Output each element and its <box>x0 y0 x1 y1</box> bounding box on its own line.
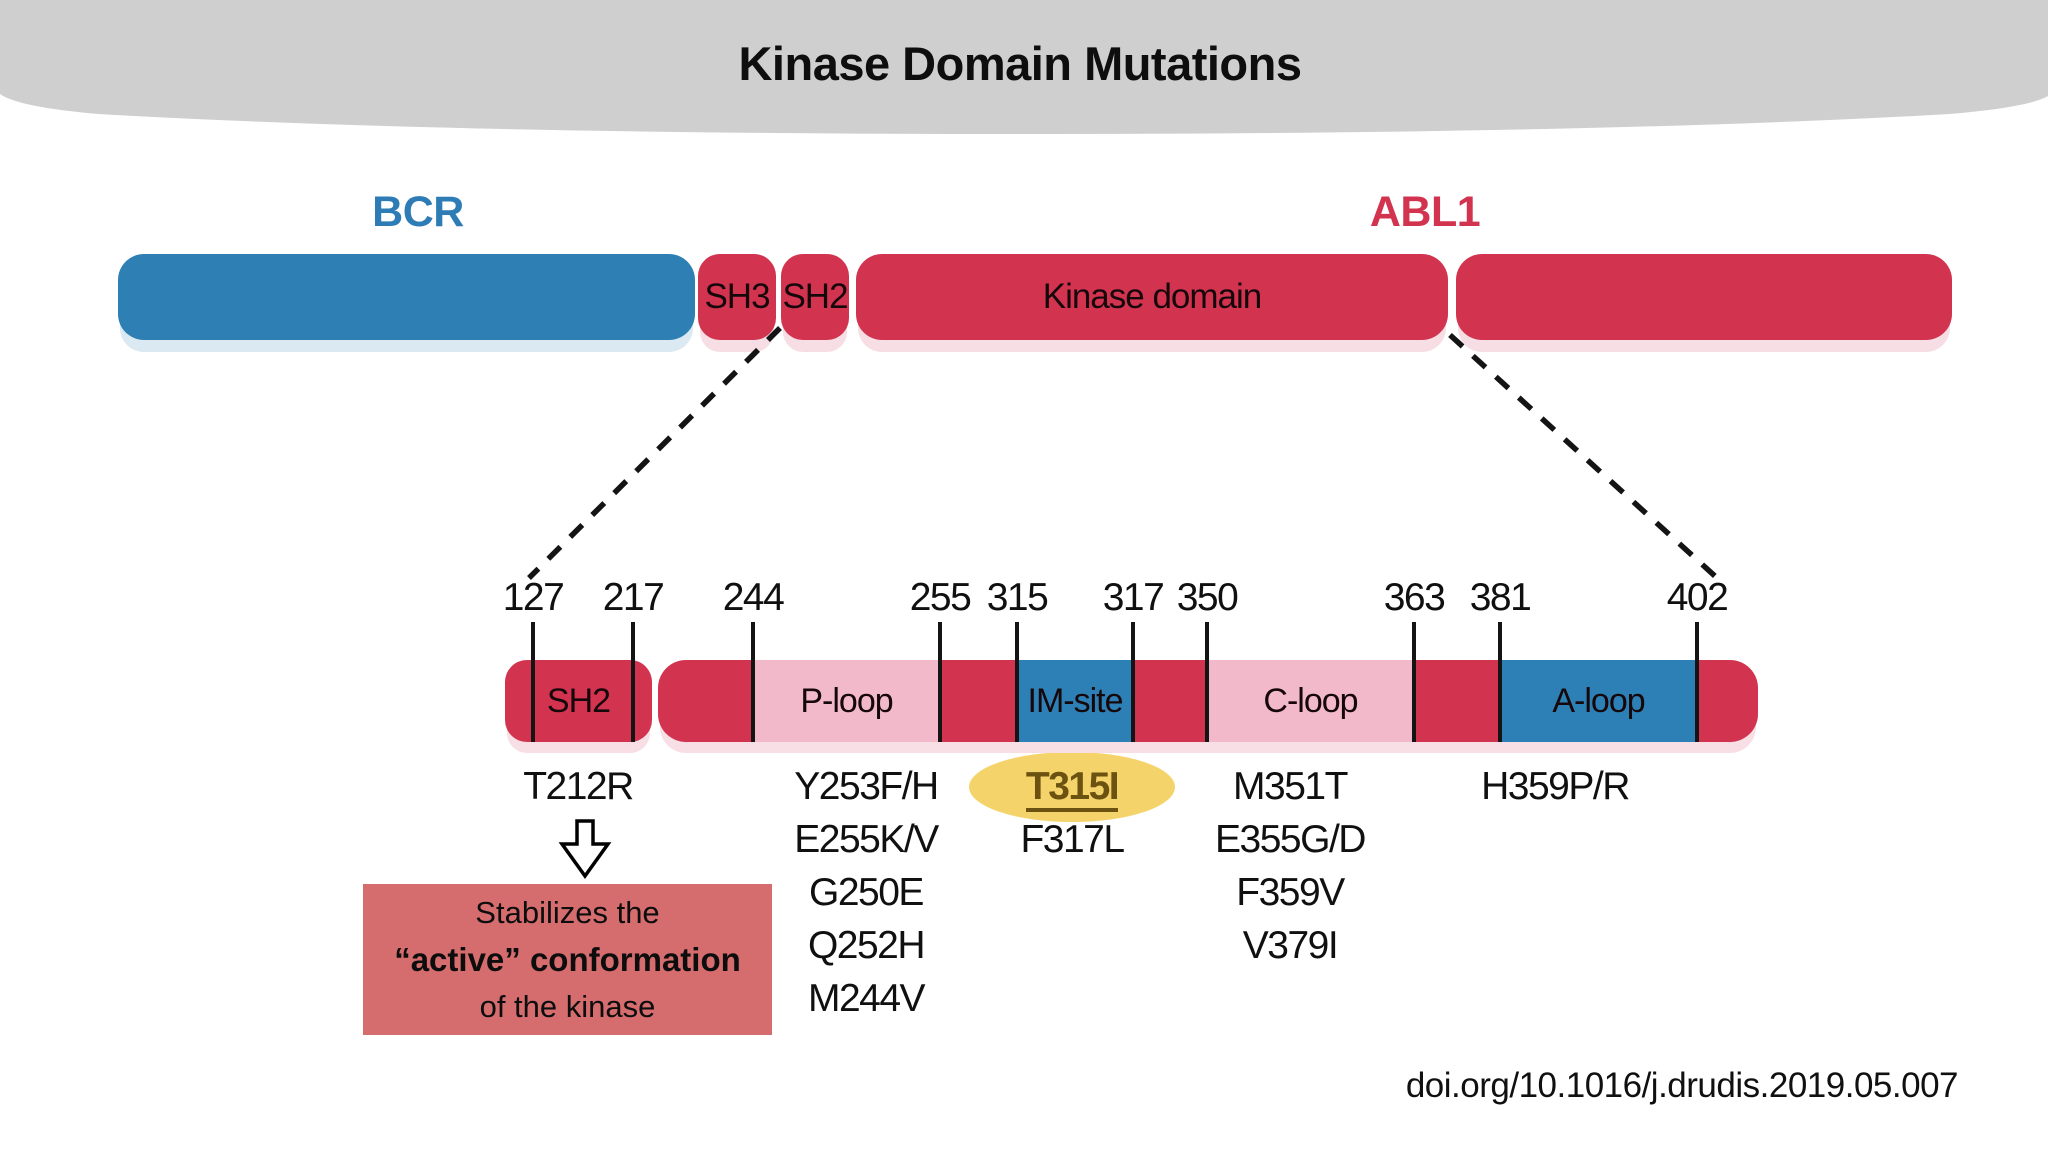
mutation-text: E355G/D <box>1215 818 1366 861</box>
mutation-label: G250E <box>736 866 996 919</box>
residue-number: 350 <box>1176 576 1239 619</box>
sh2-domain-label: SH2 <box>782 277 848 316</box>
mutation-text: V379I <box>1242 924 1339 967</box>
annotation-line: of the kinase <box>479 989 656 1024</box>
mutation-column-a-loop: H359P/R <box>1425 760 1685 813</box>
residue-tick <box>751 622 755 742</box>
mutation-label: Y253F/H <box>736 760 996 813</box>
mutation-text: G250E <box>809 871 924 914</box>
im-site-label: IM-site <box>1027 681 1124 720</box>
mutation-label: M244V <box>736 972 996 1025</box>
detail-segment-p-loop: P-loop <box>753 660 940 742</box>
detail-segment-red <box>1697 660 1758 742</box>
zoom-guide-line-left <box>527 326 782 580</box>
residue-number: 315 <box>986 576 1049 619</box>
residue-number: 363 <box>1383 576 1446 619</box>
c-terminal-region-bar <box>1456 254 1952 340</box>
detail-segment-red <box>1414 660 1500 742</box>
detail-segment-red <box>1133 660 1207 742</box>
residue-number: 402 <box>1666 576 1729 619</box>
residue-tick <box>1015 622 1019 742</box>
residue-number: 217 <box>602 576 665 619</box>
p-loop-label: P-loop <box>800 681 893 720</box>
detail-segment-red <box>658 660 753 742</box>
detail-segment-a-loop: A-loop <box>1500 660 1697 742</box>
mutation-text: T212R <box>523 765 634 808</box>
annotation-line: Stabilizes the <box>475 895 660 930</box>
mutation-label: E255K/V <box>736 813 996 866</box>
detail-segment-red <box>940 660 1017 742</box>
detail-sh2-block: SH2 <box>505 660 652 742</box>
detail-sh2-label: SH2 <box>546 681 611 720</box>
mutation-text: F359V <box>1236 871 1345 914</box>
zoom-guide-line-right <box>1448 332 1718 580</box>
detail-segment-c-loop: C-loop <box>1207 660 1414 742</box>
a-loop-label: A-loop <box>1552 681 1645 720</box>
residue-tick <box>1412 622 1416 742</box>
detail-segment-im-site: IM-site <box>1017 660 1133 742</box>
c-loop-label: C-loop <box>1263 681 1358 720</box>
mutation-text: M244V <box>807 977 926 1020</box>
mutation-text: E255K/V <box>794 818 939 861</box>
residue-number: 127 <box>502 576 565 619</box>
residue-number: 381 <box>1469 576 1532 619</box>
mutation-text: T315I <box>1025 766 1120 812</box>
page-title: Kinase Domain Mutations <box>738 37 1302 90</box>
mutation-label: F317L <box>942 813 1202 866</box>
mutation-column-c-loop: M351T E355G/D F359V V379I <box>1160 760 1420 972</box>
mutation-label: M351T <box>1160 760 1420 813</box>
mutation-text: M351T <box>1233 765 1348 808</box>
mutation-text: H359P/R <box>1481 765 1630 808</box>
annotation-box: Stabilizes the “active” conformation of … <box>363 884 772 1035</box>
down-arrow-icon <box>558 819 612 879</box>
mutation-label: E355G/D <box>1160 813 1420 866</box>
banner-shape <box>0 0 2048 134</box>
mutation-column-im-site: T315I F317L <box>942 760 1202 866</box>
mutation-text: Q252H <box>807 924 926 967</box>
mutation-label: T212R <box>448 760 708 813</box>
kinase-domain-bar: Kinase domain <box>856 254 1448 340</box>
residue-tick <box>1498 622 1502 742</box>
mutation-column-sh2: T212R <box>448 760 708 813</box>
mutation-text: Y253F/H <box>794 765 939 808</box>
header-banner <box>0 0 2048 134</box>
sh3-domain-label: SH3 <box>704 277 770 316</box>
mutation-column-p-loop: Y253F/H E255K/V G250E Q252H M244V <box>736 760 996 1025</box>
mutation-label: H359P/R <box>1425 760 1685 813</box>
residue-number: 244 <box>722 576 785 619</box>
residue-tick <box>1131 622 1135 742</box>
mutation-label: Q252H <box>736 919 996 972</box>
residue-tick <box>938 622 942 742</box>
mutation-label-highlighted: T315I <box>942 760 1202 813</box>
bcr-gene-label: BCR <box>372 188 464 236</box>
residue-tick <box>631 622 635 742</box>
sh3-domain-bar: SH3 <box>698 254 776 340</box>
mutation-label: V379I <box>1160 919 1420 972</box>
abl1-gene-label: ABL1 <box>1369 188 1481 236</box>
sh2-domain-bar: SH2 <box>781 254 849 340</box>
detail-kinase-bar: P-loop IM-site C-loop A-loop <box>658 660 1758 742</box>
residue-tick <box>531 622 535 742</box>
residue-tick <box>1695 622 1699 742</box>
annotation-line-bold: “active” conformation <box>394 941 741 978</box>
residue-number: 255 <box>909 576 972 619</box>
mutation-text: F317L <box>1020 818 1125 861</box>
residue-tick <box>1205 622 1209 742</box>
bcr-region-bar <box>118 254 695 340</box>
kinase-domain-label: Kinase domain <box>1042 277 1263 316</box>
citation-doi: doi.org/10.1016/j.drudis.2019.05.007 <box>1405 1066 1959 1105</box>
residue-number: 317 <box>1102 576 1165 619</box>
mutation-label: F359V <box>1160 866 1420 919</box>
